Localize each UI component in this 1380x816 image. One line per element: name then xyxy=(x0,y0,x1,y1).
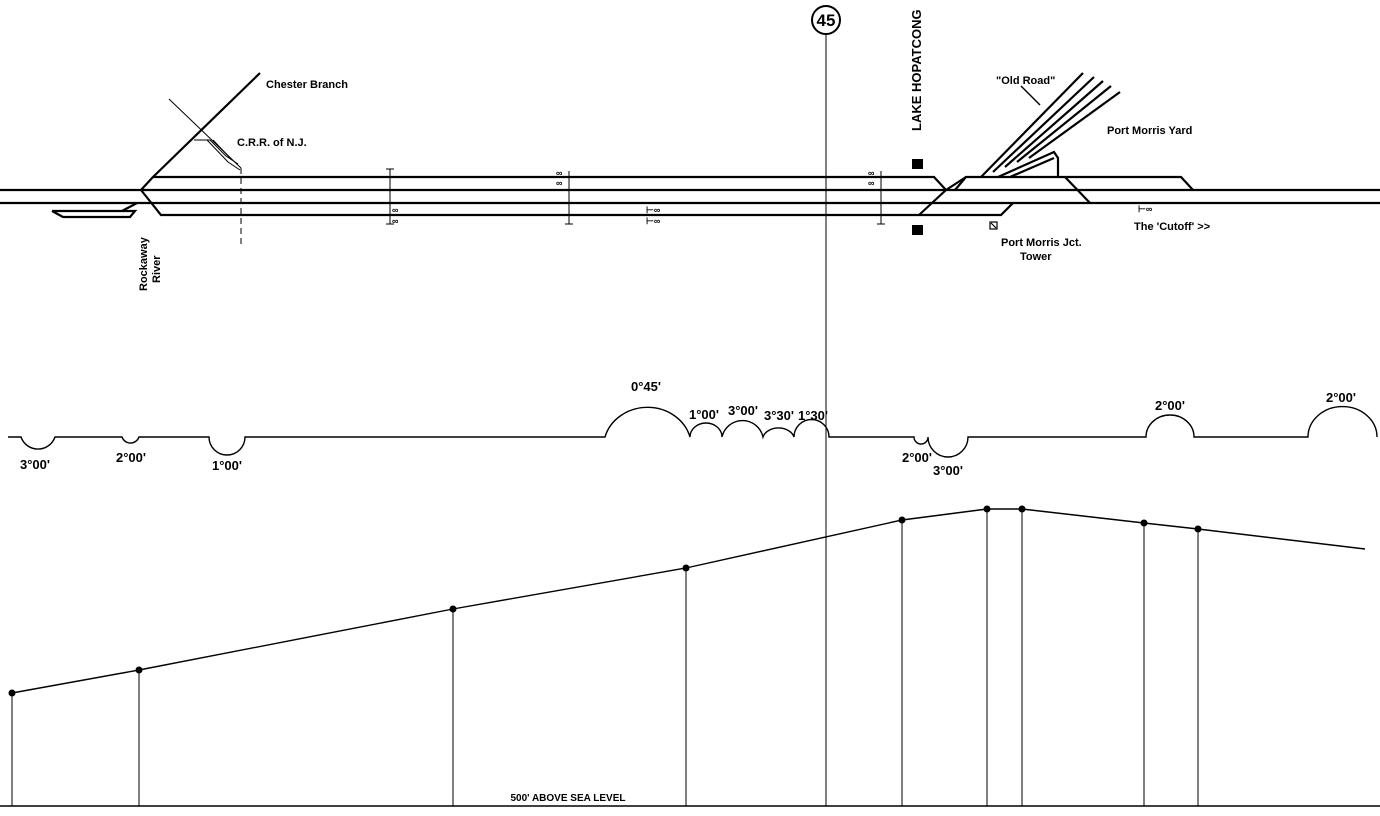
tower-label: Port Morris Jct. xyxy=(1001,237,1082,249)
old-road-label: "Old Road" xyxy=(996,75,1055,87)
svg-text:River: River xyxy=(151,255,163,283)
profile-point xyxy=(1018,505,1026,513)
port-morris-tower: Port Morris Jct. Tower xyxy=(989,221,1082,263)
milepost-marker: 45 xyxy=(811,5,841,35)
cutoff-label: The 'Cutoff' >> xyxy=(1134,221,1210,233)
chester-branch-label: Chester Branch xyxy=(266,79,348,91)
main-tracks xyxy=(0,188,1380,205)
chester-branch: Chester Branch xyxy=(152,72,348,178)
curve-label: 3°00' xyxy=(20,457,50,472)
crr-nj-line: C.R.R. of N.J. xyxy=(168,98,307,248)
svg-text:⊢∞: ⊢∞ xyxy=(1138,204,1153,214)
profile-point xyxy=(135,666,143,674)
port-morris-yard-label: Port Morris Yard xyxy=(1107,125,1192,137)
old-road-tracks: "Old Road" Port Morris Yard xyxy=(980,72,1192,179)
datum-label: 500' ABOVE SEA LEVEL xyxy=(510,793,625,804)
milepost-number: 45 xyxy=(817,11,836,30)
profile-point xyxy=(8,689,16,697)
curve-label: 2°00' xyxy=(1155,398,1185,413)
svg-text:∞: ∞ xyxy=(868,178,875,188)
curve-labels: 3°00' 2°00' 1°00' 0°45' 1°00' 3°00' 3°30… xyxy=(20,379,1356,478)
svg-text:Rockaway: Rockaway xyxy=(138,236,150,291)
siding-tracks xyxy=(51,175,1194,219)
curvature-diagram: 3°00' 2°00' 1°00' 0°45' 1°00' 3°00' 3°30… xyxy=(8,379,1378,478)
curve-label: 2°00' xyxy=(1326,390,1356,405)
curve-label: 3°00' xyxy=(933,463,963,478)
rockaway-river-label: Rockaway River xyxy=(138,236,163,291)
profile-point xyxy=(1140,519,1148,527)
crr-nj-label: C.R.R. of N.J. xyxy=(237,137,307,149)
svg-text:∞: ∞ xyxy=(556,178,563,188)
curve-label: 0°45' xyxy=(631,379,661,394)
profile-point xyxy=(682,564,690,572)
profile-points xyxy=(8,505,1202,806)
svg-text:⊢∞: ⊢∞ xyxy=(646,216,661,226)
svg-text:∞: ∞ xyxy=(868,168,875,178)
svg-text:Tower: Tower xyxy=(1020,251,1052,263)
svg-text:∞: ∞ xyxy=(392,216,399,226)
svg-text:⊢∞: ⊢∞ xyxy=(646,205,661,215)
profile-point xyxy=(898,516,906,524)
curve-label: 3°00' xyxy=(728,403,758,418)
profile-point xyxy=(1194,525,1202,533)
signal-aspect: ∞ xyxy=(392,205,399,215)
station-label: LAKE HOPATCONG xyxy=(909,9,924,131)
curve-label: 2°00' xyxy=(902,450,932,465)
track-plan: 45 Chester Branch xyxy=(0,5,1380,806)
lake-hopatcong-station: LAKE HOPATCONG xyxy=(909,9,924,235)
curve-label: 2°00' xyxy=(116,450,146,465)
curvature-baseline xyxy=(8,405,1378,458)
curve-label: 1°30' xyxy=(798,408,828,423)
signals: ∞ ∞ ∞ ∞ ⊢∞ ⊢∞ ∞ ∞ ⊢∞ xyxy=(386,168,1153,226)
curve-label: 3°30' xyxy=(764,408,794,423)
profile-point xyxy=(983,505,991,513)
curve-label: 1°00' xyxy=(689,407,719,422)
svg-text:∞: ∞ xyxy=(556,168,563,178)
profile-line xyxy=(11,508,1366,694)
curve-label: 1°00' xyxy=(212,458,242,473)
grade-profile: 500' ABOVE SEA LEVEL xyxy=(0,505,1380,807)
profile-point xyxy=(449,605,457,613)
